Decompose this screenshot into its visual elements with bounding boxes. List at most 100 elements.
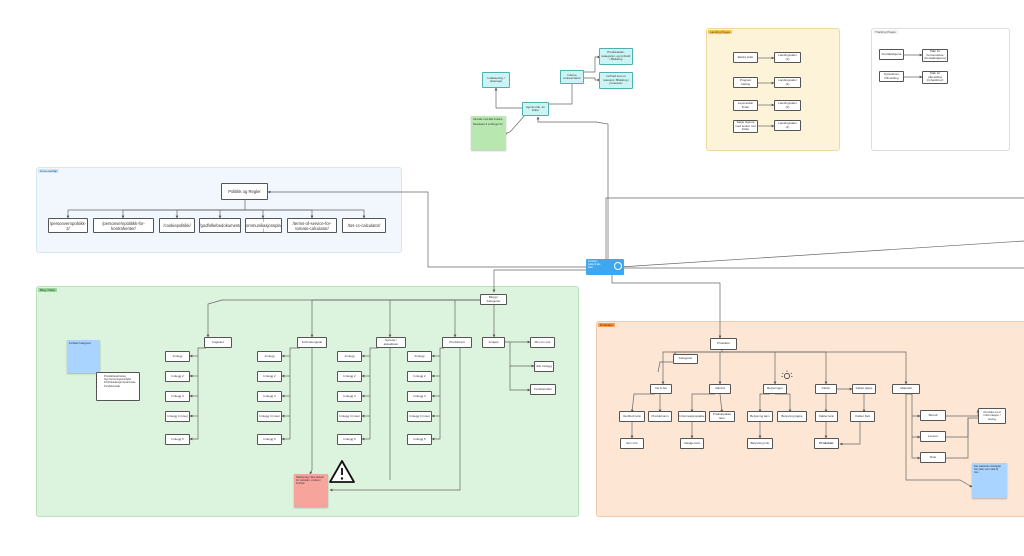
col3-item-4[interactable]: Innlegg 4 (vise) bbox=[337, 411, 362, 422]
col4-item-1[interactable]: Innlegg bbox=[407, 351, 432, 362]
hub-line-1: Forsiden bbox=[588, 260, 598, 263]
col1-item-1[interactable]: Innlegg bbox=[165, 351, 190, 362]
core-root-node[interactable]: Politikk og Regler bbox=[221, 183, 268, 200]
col2-item-5[interactable]: Innlegg 5 bbox=[257, 434, 282, 445]
blog-list-node[interactable]: Produktbeskrivelse Nye forretningsområde… bbox=[96, 372, 140, 401]
col2-item-3[interactable]: Innlegg 3 bbox=[257, 391, 282, 402]
core-child-6[interactable]: /terms-of-service-for-tomato-calculator/ bbox=[287, 218, 337, 233]
products-low-3[interactable]: Belysning info bbox=[747, 438, 773, 449]
col3-item-5[interactable]: Innlegg 5 bbox=[337, 434, 362, 445]
landing-right-3[interactable]: Landingssider (3) bbox=[774, 100, 801, 111]
products-low-4[interactable]: Produkter bbox=[814, 438, 839, 449]
core-child-7[interactable]: /tos-cc-calculator/ bbox=[342, 218, 386, 233]
frame-title-products: Produkter bbox=[598, 323, 616, 327]
products-blue-sticky[interactable]: Det etablerte nettstedet har sider som s… bbox=[972, 463, 1007, 498]
products-sub-4[interactable]: Produktpakke lønn bbox=[709, 411, 735, 422]
blog-list-item-1: Produktbeskrivelse bbox=[104, 375, 136, 378]
products-right-end[interactable]: Produkt med informasjon / lesing bbox=[978, 408, 1006, 424]
blog-blue-sticky[interactable]: Forfatter kategorier ... bbox=[67, 340, 100, 373]
products-group-1[interactable]: Vei & bru bbox=[650, 384, 672, 394]
landing-right-1[interactable]: Landingssider (1) bbox=[774, 52, 801, 63]
blog-category-4[interactable]: Produktnytt bbox=[442, 337, 472, 348]
landing-right-4[interactable]: Landingssider (4) bbox=[774, 120, 801, 131]
products-sub-7[interactable]: Kabler lønn bbox=[815, 411, 838, 422]
products-sub-6[interactable]: Belysning kjøpe bbox=[777, 411, 807, 422]
blog-category-1[interactable]: Fagtekst bbox=[204, 337, 232, 348]
products-root-node[interactable]: Produkter bbox=[710, 338, 737, 350]
core-child-4[interactable]: /godfolkebedokument/ bbox=[199, 218, 241, 233]
products-sub-3[interactable]: Informasjonspakke bbox=[678, 411, 706, 422]
blog-right-3[interactable]: Forfattersider bbox=[530, 384, 556, 395]
blog-red-sticky-text: Nødvendig / ikke aktuell for nettsider, … bbox=[296, 476, 324, 486]
products-right-2[interactable]: Leverer bbox=[920, 431, 946, 442]
blog-right-1[interactable]: Mer om oss bbox=[530, 337, 555, 348]
col4-item-3[interactable]: Innlegg 3 bbox=[407, 391, 432, 402]
products-blue-sticky-foot: ... bbox=[974, 492, 976, 495]
landing-right-2[interactable]: Landingssider (2) bbox=[774, 77, 801, 88]
core-child-2[interactable]: /personvernpolitikk-for-kontrahenter/ bbox=[93, 218, 154, 233]
col1-item-3[interactable]: Innlegg 3 bbox=[165, 391, 190, 402]
top-green-sticky[interactable]: Samtale med alle brukere Resultater & en… bbox=[471, 116, 506, 150]
lightbulb-icon bbox=[781, 370, 793, 379]
col2-item-1[interactable]: Innlegg bbox=[257, 351, 282, 362]
landing-pages-frame: Landing Pages bbox=[706, 28, 840, 151]
products-right-1[interactable]: Beredt bbox=[920, 410, 946, 421]
col4-item-4[interactable]: Innlegg 4 (vise) bbox=[407, 411, 432, 422]
col3-item-1[interactable]: Innlegg bbox=[337, 351, 362, 362]
hub-globe-icon bbox=[614, 262, 622, 270]
products-right-3[interactable]: Siste bbox=[920, 452, 946, 463]
core-child-5[interactable]: / kommunikasjonsplan / bbox=[245, 218, 282, 233]
products-sub-2[interactable]: Produkt lønn bbox=[648, 411, 672, 422]
landing-left-4[interactable]: Salgs skjema med lenker mot folder bbox=[733, 120, 758, 133]
products-group-3[interactable]: Belysninger bbox=[763, 384, 787, 394]
products-sub-5[interactable]: Belysning lønn bbox=[747, 411, 773, 422]
blog-list-item-4: Kundekontakt bbox=[104, 385, 136, 388]
blog-right-2[interactable]: Alle innlegg bbox=[534, 361, 554, 372]
blog-root-node[interactable]: Blogg / Kategorier bbox=[480, 294, 507, 305]
col2-item-2[interactable]: Innlegg 2 bbox=[257, 371, 282, 382]
top-left-node[interactable]: Indeksering / sitemaps bbox=[482, 72, 510, 88]
col4-item-5[interactable]: Innlegg 5 bbox=[407, 434, 432, 445]
col2-item-4[interactable]: Innlegg 4 (vise) bbox=[257, 411, 282, 422]
products-group-4b[interactable]: Kabler kjøpe bbox=[852, 384, 876, 394]
col3-item-3[interactable]: Innlegg 3 bbox=[337, 391, 362, 402]
tracking-left-1[interactable]: Kontaktskjema bbox=[879, 49, 904, 60]
blog-blue-sticky-foot: ... bbox=[69, 367, 71, 370]
products-low-2[interactable]: Utsalgs lønn bbox=[680, 438, 704, 449]
col1-item-5[interactable]: Innlegg 5 bbox=[165, 434, 190, 445]
blog-category-5[interactable]: Innkjøp bbox=[482, 337, 505, 348]
landing-left-3[interactable]: Leverandør finder bbox=[733, 100, 758, 111]
col1-item-2[interactable]: Innlegg 2 bbox=[165, 371, 190, 382]
products-sub-1[interactable]: Verdibolt lønn bbox=[619, 411, 645, 422]
top-rr-bottom-node[interactable]: Innhold som er relevant i Blokking i pro… bbox=[599, 72, 633, 89]
blog-red-sticky[interactable]: Nødvendig / ikke aktuell for nettsider, … bbox=[294, 474, 328, 507]
frame-title-blog: Blog / Data bbox=[38, 288, 57, 292]
core-child-1[interactable]: /personvernpolitikk-2/ bbox=[48, 218, 88, 233]
tracking-right-1[interactable]: Takk for henvendelse (Kontaktskjema) bbox=[922, 49, 948, 62]
tracking-left-2[interactable]: Nyhetsbrev Påmelding bbox=[879, 71, 904, 82]
products-sub-8[interactable]: Kabler flatt bbox=[850, 411, 875, 422]
landing-left-1[interactable]: Ekstra sider bbox=[733, 52, 758, 63]
top-root-node[interactable]: Gjennomb. av linker bbox=[522, 102, 549, 116]
blog-category-3[interactable]: Nyheter / aktualiteter bbox=[376, 337, 406, 348]
products-level1-node[interactable]: Kategorier bbox=[673, 354, 698, 364]
products-group-2[interactable]: Alkohol bbox=[709, 384, 731, 394]
products-group-5[interactable]: Materiell bbox=[892, 384, 920, 394]
frame-title-tracking: Tracking Pages bbox=[873, 30, 898, 34]
col3-item-2[interactable]: Innlegg 2 bbox=[337, 371, 362, 382]
top-rr-top-node[interactable]: Produktsider, kategorier, og innhold i B… bbox=[599, 48, 633, 65]
core-child-3[interactable]: /cookiepolitikk/ bbox=[159, 218, 195, 233]
col4-item-2[interactable]: Innlegg 2 bbox=[407, 371, 432, 382]
col1-item-4[interactable]: Innlegg 4 (vise) bbox=[165, 411, 190, 422]
landing-left-2[interactable]: Program trading bbox=[733, 77, 758, 88]
top-mid-node[interactable]: Interne lenkestruktur bbox=[560, 70, 584, 84]
products-group-4[interactable]: Kabler bbox=[815, 384, 837, 394]
blog-category-2[interactable]: Forbrukerguide bbox=[297, 337, 327, 348]
frame-title-landing: Landing Pages bbox=[708, 30, 733, 34]
sticky-line-2: Resultater & endringer for bbox=[473, 123, 503, 127]
tracking-right-2[interactable]: Takk for påmelding (nyhetsbrev) bbox=[922, 71, 948, 84]
hub-node[interactable]: Forsiden lenke til alle sider bbox=[586, 259, 624, 275]
products-blue-sticky-text: Det etablerte nettstedet har sider som s… bbox=[974, 465, 1001, 475]
products-low-1[interactable]: Enn info bbox=[620, 438, 644, 449]
